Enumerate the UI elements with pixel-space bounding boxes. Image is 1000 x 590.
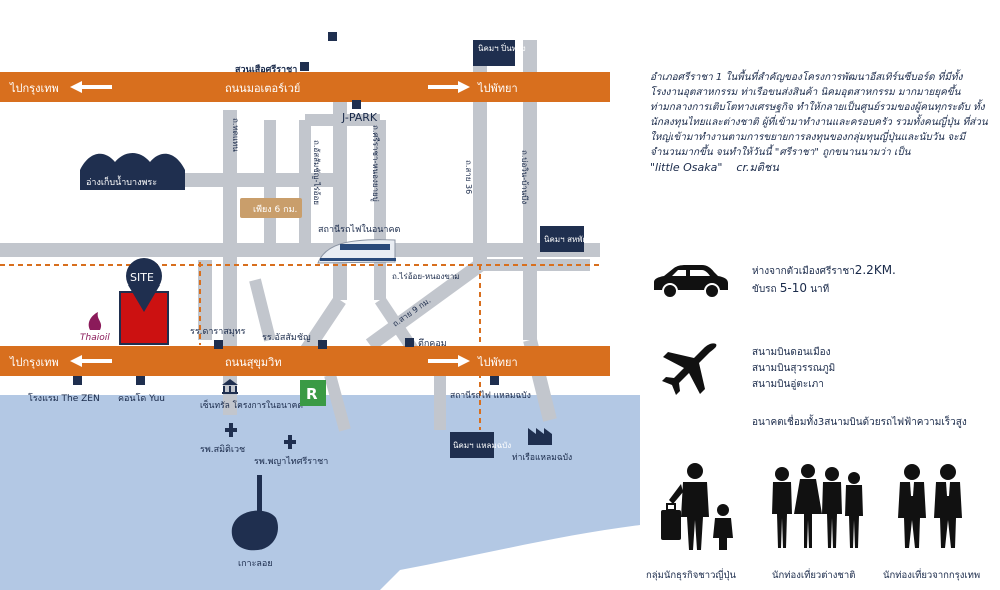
road-vertical-2-label: ถ.ศรีราชา-หนองยายบู่ [370,125,380,202]
school-assumption-label: รร.อัสสัมชัญ [262,333,311,343]
business-travellers-caption: กลุ่มนักธุรกิจชาวญี่ปุ่น [646,570,737,581]
car-distance-line: ห่างจากตัวเมืองศรีราชา2.2KM. [752,262,896,280]
airports-block: สนามบินดอนเมือง สนามบินสุวรรณภูมิ สนามบิ… [752,345,835,393]
laem-chabang-port-label: ท่าเรือแหลมฉบัง [512,452,572,463]
bank-icon [222,379,238,394]
future-station-label: สถานีรถไฟในอนาคต [318,224,401,235]
foreign-tourists-caption: นักท่องเที่ยวต่างชาติ [772,570,856,581]
hotel-zen-marker [73,376,82,385]
car-icon [654,265,728,299]
nikhom-pinthong-box [473,40,515,66]
road-vertical-3-label: ถ.สาย 36 [464,160,473,194]
nikhom-pinthong-label: นิคมฯ ปิ่นทอง [478,42,526,53]
laem-chabang-station-label: สถานีรถไฟ แหลมฉบัง [450,390,531,401]
nikhom-sahaphat-label: นิคมฯ สหพัฒน์ [544,234,596,244]
tuk-com-marker [405,338,414,347]
arrow-right-icon [428,355,470,367]
airport-don-mueang: สนามบินดอนเมือง [752,347,831,358]
factory-icon [528,428,552,445]
map-marker [328,32,337,41]
motorway-to-pattaya: ไปพัทยา [477,82,518,95]
thaioil-label: Thaioil [80,333,110,343]
description-text: อำเภอศรีราชา 1 ในพื้นที่สำคัญของโครงการพ… [650,72,988,158]
car-time-suffix: นาที [810,284,830,295]
motorway-label: ถนนมอเตอร์เวย์ [225,82,300,95]
road-left-label: ถ.ทดแทน [231,118,240,152]
car-time-value: 5-10 [779,281,808,295]
bangkok-visitors-caption: นักท่องเที่ยวจากกรุงเทพ [883,570,981,581]
robinson-logo: R [300,380,326,406]
car-distance-block: ห่างจากตัวเมืองศรีราชา2.2KM. ขับรถ 5-10 … [752,262,896,298]
sukhumvit-to-bangkok: ไปกรุงเทพ [9,356,59,369]
hospital-cross-icon [284,435,296,449]
description-block: อำเภอศรีราชา 1 ในพื้นที่สำคัญของโครงการพ… [650,70,990,175]
reservoir-icon [80,153,185,190]
road-rai-oi-label: ถ.ไร่อ้อย-หนองขาม [392,272,460,281]
credit-text: cr.มติชน [736,161,779,174]
thaioil-logo: Thaioil [80,312,110,343]
airport-future-line: อนาคตเชื่อมทั้ง3สนามบินด้วยรถไฟฟ้าความเร… [752,417,967,428]
little-osaka-nickname: "little Osaka" [650,161,723,174]
nikhom-sahaphat-box [540,226,584,252]
road-vertical-1-label: ถ.อัสสัมชัญ-ไร่อ้อย [312,140,321,205]
suan-suea-marker [300,62,309,71]
koh-loy-label: เกาะลอย [238,559,273,569]
hospital-cross-icon [225,423,237,437]
arrow-left-icon [70,355,112,367]
koh-loy-island [231,510,278,551]
road-vertical-4-label: ถ.บ่อวิน-บ้านบึง [520,150,529,204]
j-park-label: J-PARK [341,111,378,124]
location-map: ไปกรุงเทพ ถนนมอเตอร์เวย์ ไปพัทยา ไปกรุงเ… [0,32,640,590]
description-nickname-line: "little Osaka" cr.มติชน [650,160,990,175]
school-darasamut-marker [214,340,223,349]
tuk-com-label: ตึกคอม [418,338,447,349]
robinson-letter: R [306,385,318,403]
condo-yuu-label: คอนโด Yuu [118,393,165,404]
school-assumption-marker [318,340,327,349]
motorway-to-bangkok: ไปกรุงเทพ [9,82,59,95]
condo-yuu-marker [136,376,145,385]
laem-chabang-station-marker [490,376,499,385]
suan-suea-label: สวนเสือศรีราชา [235,63,297,75]
sukhumvit-label: ถนนสุขุมวิท [225,356,282,369]
j-park-marker [352,100,361,109]
airport-u-tapao: สนามบินอู่ตะเภา [752,379,824,390]
airplane-icon [662,343,717,395]
site-label: SITE [130,271,154,284]
foreign-tourists-icon [772,464,863,548]
nikhom-laem-chabang-label: นิคมฯ แหลมฉบัง [453,441,511,450]
distance-sign [240,198,302,218]
arrow-left-icon [70,81,112,93]
car-time-line: ขับรถ 5-10 นาที [752,280,896,298]
car-distance-value: 2.2KM. [854,263,896,277]
hospital-samitivej-label: รพ.สมิติเวช [200,444,245,455]
business-travellers-icon [661,463,733,550]
distance-sign-label: เพียง 6 กม. [253,204,297,215]
sea [0,395,640,590]
car-distance-prefix: ห่างจากตัวเมืองศรีราชา [752,266,855,277]
central-label: เซ็นทรัล โครงการในอนาคต [200,399,303,411]
airport-suvarnabhumi: สนามบินสุวรรณภูมิ [752,363,836,374]
nikhom-laem-chabang-box [450,432,494,458]
site-marker: SITE [119,258,169,345]
school-darasamut-label: รร.ดาราสมุทร [190,327,246,337]
hotel-zen-label: โรงแรม The ZEN [28,393,100,404]
koh-loy-pier [257,475,262,515]
hospital-phyathai-label: รพ.พญาไทศรีราชา [254,456,328,467]
train-icon [317,239,396,264]
car-time-prefix: ขับรถ [752,284,777,295]
reservoir-label: อ่างเก็บน้ำบางพระ [86,175,157,188]
arrow-right-icon [428,81,470,93]
sukhumvit-to-pattaya: ไปพัทยา [477,356,518,369]
bangkok-visitors-icon [898,464,962,548]
